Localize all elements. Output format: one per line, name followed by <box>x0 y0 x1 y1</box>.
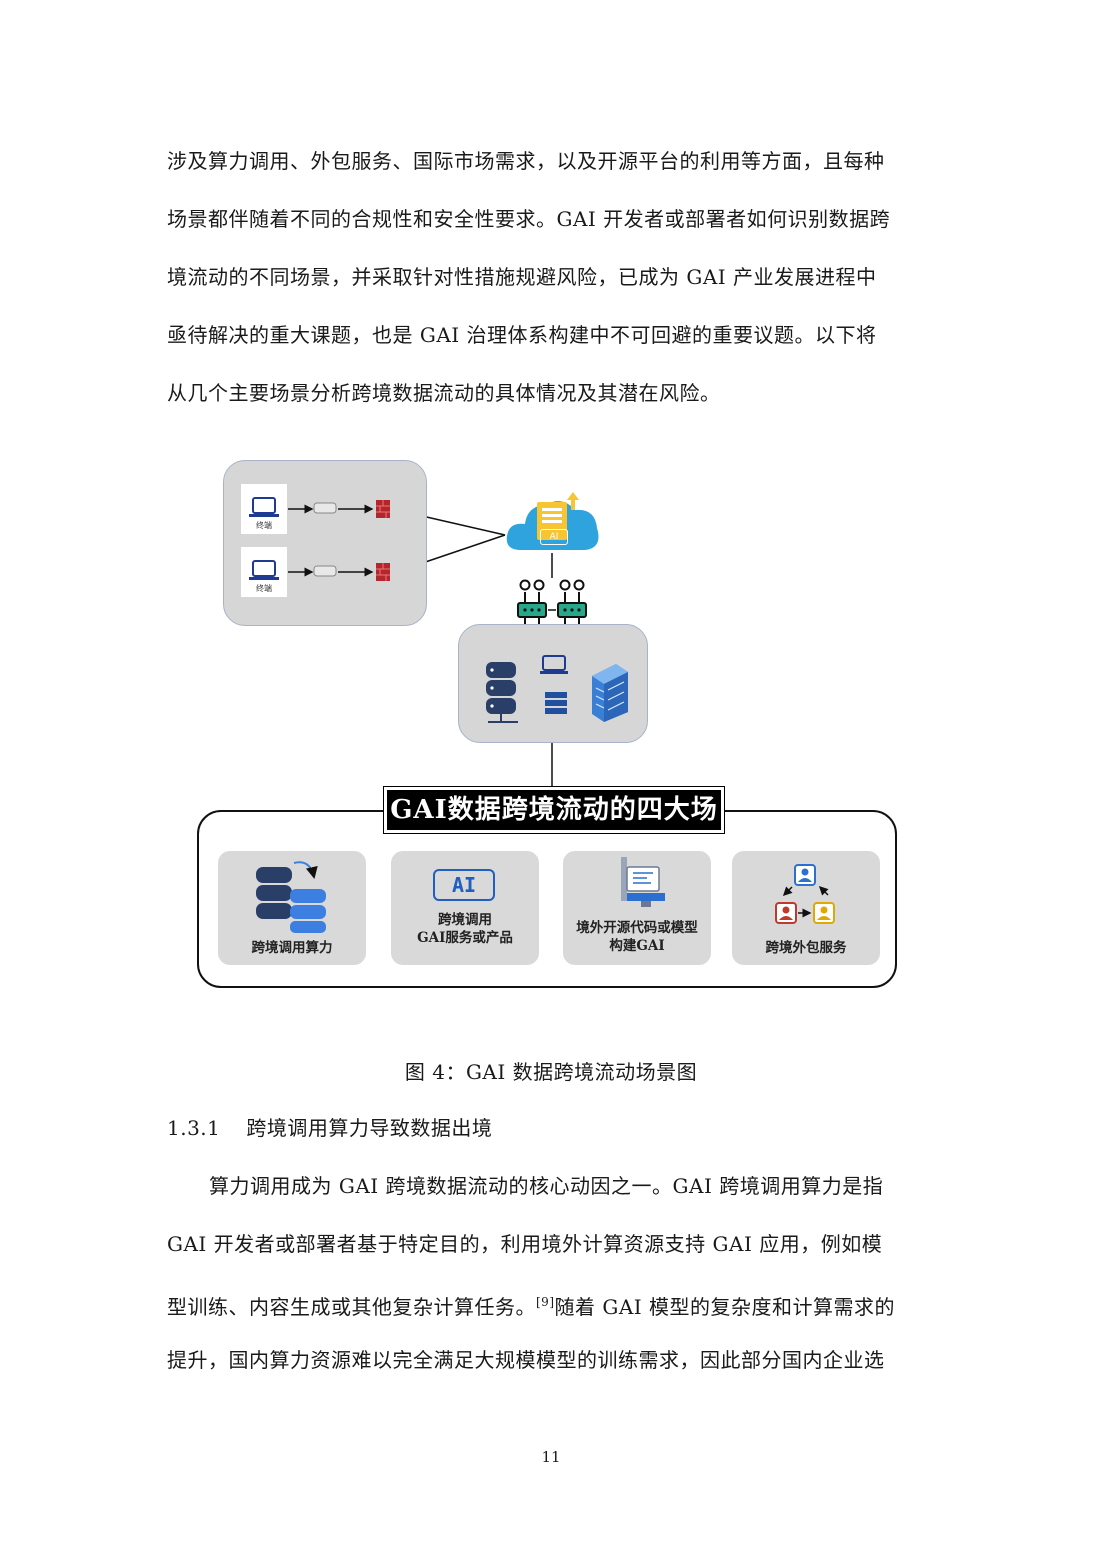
scenario-card-label: 境外开源代码或模型 <box>576 920 698 936</box>
laptop-icon <box>249 497 279 517</box>
paragraph-line: 亟待解决的重大课题，也是 GAI 治理体系构建中不可回避的重要议题。以下将 <box>167 323 877 347</box>
terminal-card: 终端 <box>241 484 287 534</box>
body-paragraph: 算力调用成为 GAI 跨境数据流动的核心动因之一。GAI 跨境调用算力是指 GA… <box>167 1157 937 1389</box>
paragraph-line: 境流动的不同场景，并采取针对性措施规避风险，已成为 GAI 产业发展进程中 <box>167 265 877 289</box>
section-heading: 1.3.1 跨境调用算力导致数据出境 <box>167 1112 492 1141</box>
scenario-card-label: 跨境外包服务 <box>765 940 847 956</box>
scenario-card-label: 跨境调用算力 <box>251 940 333 956</box>
section-number: 1.3.1 <box>167 1116 221 1140</box>
paragraph-text: 型训练、内容生成或其他复杂计算任务。 <box>167 1295 536 1319</box>
ai-chip-text: AI <box>451 873 477 897</box>
intro-paragraph: 涉及算力调用、外包服务、国际市场需求，以及开源平台的利用等方面，且每种 场景都伴… <box>167 132 937 422</box>
paragraph-line: 算力调用成为 GAI 跨境数据流动的核心动因之一。GAI 跨境调用算力是指 <box>209 1174 884 1198</box>
terminal-label: 终端 <box>256 584 272 593</box>
terminal-label: 终端 <box>256 521 272 530</box>
paragraph-line: 型训练、内容生成或其他复杂计算任务。[9]随着 GAI 模型的复杂度和计算需求的 <box>167 1273 937 1331</box>
scenario-card-compute: 跨境调用算力 <box>218 851 366 965</box>
page-number: 11 <box>541 1448 561 1466</box>
ai-chip-icon: AI <box>433 869 495 901</box>
cloud-ai-badge: AI <box>540 529 568 545</box>
citation-reference[interactable]: [9] <box>536 1295 555 1309</box>
paragraph-line: GAI 开发者或部署者基于特定目的，利用境外计算资源支持 GAI 应用，例如模 <box>167 1232 883 1256</box>
paragraph-text: 随着 GAI 模型的复杂度和计算需求的 <box>554 1295 896 1319</box>
scenario-card-label: GAI服务或产品 <box>417 930 513 946</box>
scenario-card-outsourcing: 跨境外包服务 <box>732 851 880 965</box>
server-equipment-icons <box>486 655 628 723</box>
ai-cloud-icon <box>506 492 599 550</box>
paragraph-line: 场景都伴随着不同的合规性和安全性要求。GAI 开发者或部署者如何识别数据跨 <box>167 207 891 231</box>
terminal-card: 终端 <box>241 547 287 597</box>
network-path-icons <box>288 500 390 581</box>
people-exchange-icon <box>775 864 835 924</box>
paragraph-line: 涉及算力调用、外包服务、国际市场需求，以及开源平台的利用等方面，且每种 <box>167 149 885 173</box>
section-title: 跨境调用算力导致数据出境 <box>246 1116 493 1140</box>
figure-caption: 图 4：GAI 数据跨境流动场景图 <box>404 1060 698 1084</box>
server-stack-icon <box>256 861 326 933</box>
scenario-card-open-source: 境外开源代码或模型 构建GAI <box>563 851 711 965</box>
code-workstation-icon <box>621 857 665 907</box>
scenario-card-label: 构建GAI <box>609 938 665 954</box>
scenarios-title-banner: GAI数据跨境流动的四大场景 <box>384 787 724 865</box>
laptop-icon <box>249 560 279 580</box>
scenario-card-label: 跨境调用 <box>438 912 492 928</box>
paragraph-line: 提升，国内算力资源难以完全满足大规模模型的训练需求，因此部分国内企业选 <box>167 1348 885 1372</box>
scenario-card-gai-service: AI 跨境调用 GAI服务或产品 <box>391 851 539 965</box>
paragraph-line: 从几个主要场景分析跨境数据流动的具体情况及其潜在风险。 <box>167 381 721 405</box>
